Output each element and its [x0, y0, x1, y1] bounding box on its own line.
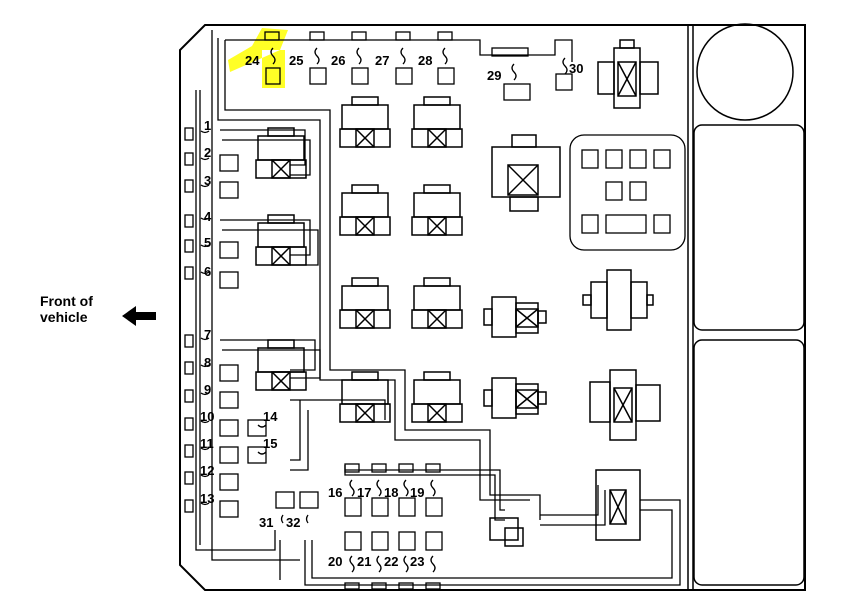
- fuse-label-14: 14: [263, 409, 278, 424]
- fuse-label-4: 4: [204, 209, 212, 224]
- fuse-label-12: 12: [200, 463, 214, 478]
- fuse-label-10: 10: [200, 409, 214, 424]
- fuse-label-28: 28: [418, 53, 432, 68]
- fuse-label-25: 25: [289, 53, 303, 68]
- fuse-label-2: 2: [204, 145, 211, 160]
- fuse-label-15: 15: [263, 436, 277, 451]
- fuse-label-31: 31: [259, 515, 273, 530]
- fuse-label-29: 29: [487, 68, 501, 83]
- relay-bottom-right: [489, 469, 641, 547]
- fuse-label-9: 9: [204, 382, 211, 397]
- relay-top-right: [597, 39, 659, 109]
- front-of-vehicle-label: Front of vehicle: [40, 293, 93, 325]
- relay-grid: [339, 96, 463, 423]
- fuse-label-32: 32: [286, 515, 300, 530]
- connector-block: [569, 134, 686, 251]
- fuse-label-16: 16: [328, 485, 342, 500]
- fuse-label-1: 1: [204, 118, 211, 133]
- fuse-label-26: 26: [331, 53, 345, 68]
- relay-left-3: [255, 339, 307, 391]
- relay-mid-right: [582, 269, 654, 331]
- fuse-label-23: 23: [410, 554, 424, 569]
- fuse-label-30: 30: [569, 61, 583, 76]
- relay-left-1: [255, 127, 307, 179]
- fuse-label-18: 18: [384, 485, 398, 500]
- fuse-label-27: 27: [375, 53, 389, 68]
- fuse-label-17: 17: [357, 485, 371, 500]
- relay-lower-right: [589, 369, 661, 441]
- fuse-label-8: 8: [204, 355, 211, 370]
- relay-right-h: [483, 296, 547, 419]
- fuse-label-11: 11: [200, 436, 214, 451]
- fuse-label-19: 19: [410, 485, 424, 500]
- fuse-label-24: 24: [245, 53, 260, 68]
- fuse-box-outline: [179, 24, 806, 591]
- front-arrow-icon: [122, 306, 156, 326]
- fuse-label-6: 6: [204, 264, 211, 279]
- front-label-line1: Front of: [40, 293, 93, 309]
- battery-terminal: [696, 23, 794, 121]
- relay-left-2: [255, 214, 307, 266]
- fuse-label-13: 13: [200, 491, 214, 506]
- fuse-label-21: 21: [357, 554, 371, 569]
- fuse-label-5: 5: [204, 235, 211, 250]
- fuse-label-3: 3: [204, 173, 211, 188]
- fuse-24-highlight: [228, 28, 288, 88]
- fuse-label-7: 7: [204, 327, 211, 342]
- front-label-line2: vehicle: [40, 309, 88, 325]
- relay-large-center: [491, 134, 561, 212]
- fuse-label-22: 22: [384, 554, 398, 569]
- fuse-label-20: 20: [328, 554, 342, 569]
